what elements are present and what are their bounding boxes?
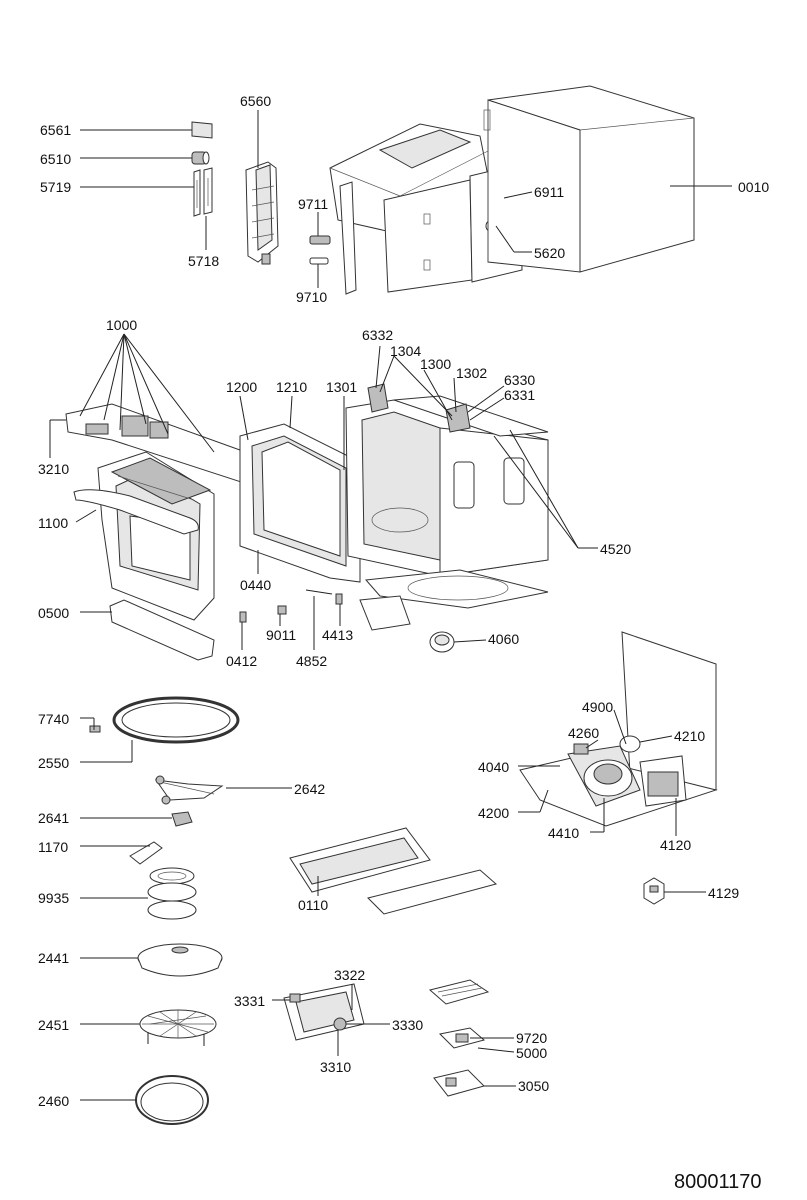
label-3331: 3331 [234,993,265,1009]
label-6330: 6330 [504,372,535,388]
label-2642: 2642 [294,781,325,797]
part-4129 [643,877,665,905]
part-6330-hinge [445,403,471,433]
label-4900: 4900 [582,699,613,715]
label-4060: 4060 [488,631,519,647]
part-3310-module [283,983,365,1041]
label-6561: 6561 [40,122,71,138]
label-6911: 6911 [534,184,564,200]
part-base-plate [519,631,718,827]
label-4520: 4520 [600,541,631,557]
label-4200: 4200 [478,805,509,821]
label-1170: 1170 [38,839,68,855]
label-5718: 5718 [188,253,219,269]
label-4410: 4410 [548,825,579,841]
label-4210: 4210 [674,728,705,744]
part-2441-crisp-plate [137,943,223,977]
part-2451-grill-rack [139,1009,217,1046]
part-cavity-floor [364,569,549,609]
label-0500: 0500 [38,605,69,621]
label-5620: 5620 [534,245,565,261]
part-2642-roller [154,775,224,805]
label-4120: 4120 [660,837,691,853]
part-5719-5718 [193,167,213,217]
document-number: 80001170 [674,1171,762,1193]
label-0110: 0110 [298,897,328,913]
part-6560 [245,161,279,265]
label-4413: 4413 [322,627,353,643]
label-9711: 9711 [298,196,328,212]
label-6331: 6331 [504,387,535,403]
label-1301: 1301 [326,379,357,395]
part-door [97,451,215,621]
label-9011: 9011 [266,627,296,643]
label-5000: 5000 [516,1045,547,1061]
label-2550: 2550 [38,755,69,771]
part-2550-gasket [89,696,240,744]
part-1170 [129,841,163,865]
label-1200: 1200 [226,379,257,395]
part-9711-9710 [309,235,331,265]
part-9935-dish-set [147,867,197,920]
label-4040: 4040 [478,759,509,775]
label-0412: 0412 [226,653,257,669]
part-top-frame [329,123,523,295]
part-1100-handle [73,489,199,535]
label-5719: 5719 [40,179,71,195]
label-7740: 7740 [38,711,69,727]
part-2641 [171,811,193,827]
part-2460-ring [135,1075,209,1125]
part-0010-wrapper [483,85,695,273]
part-6561 [191,121,213,139]
label-2451: 2451 [38,1017,69,1033]
part-6332-hinge [367,383,389,413]
label-3310: 3310 [320,1059,351,1075]
part-pcb-5000 [438,1027,486,1049]
label-2460: 2460 [38,1093,69,1109]
label-2641: 2641 [38,810,69,826]
label-1302: 1302 [456,365,487,381]
label-1304: 1304 [390,343,421,359]
label-3330: 3330 [392,1017,423,1033]
label-0010: 0010 [738,179,769,195]
part-4060 [429,631,455,653]
label-3322: 3322 [334,967,365,983]
part-small-hardware [239,589,411,631]
part-pcb-3050 [433,1069,485,1097]
label-1300: 1300 [420,356,451,372]
label-6332: 6332 [362,327,393,343]
part-pcb-9720 [428,979,490,1005]
part-6510 [191,151,210,165]
part-1200-1210-inner-door [239,423,361,583]
part-cavity [345,395,549,577]
part-0500-trim [109,599,215,661]
label-1210: 1210 [276,379,307,395]
label-1100: 1100 [38,515,68,531]
label-2441: 2441 [38,950,69,966]
label-4129: 4129 [708,885,739,901]
part-0110 [289,827,498,915]
label-9720: 9720 [516,1030,547,1046]
label-0440: 0440 [240,577,271,593]
label-3050: 3050 [518,1078,549,1094]
label-9710: 9710 [296,289,327,305]
label-4852: 4852 [296,653,327,669]
label-6510: 6510 [40,151,71,167]
label-6560: 6560 [240,93,271,109]
label-4260: 4260 [568,725,599,741]
label-9935: 9935 [38,890,69,906]
label-1000: 1000 [106,317,137,333]
label-3210: 3210 [38,461,69,477]
